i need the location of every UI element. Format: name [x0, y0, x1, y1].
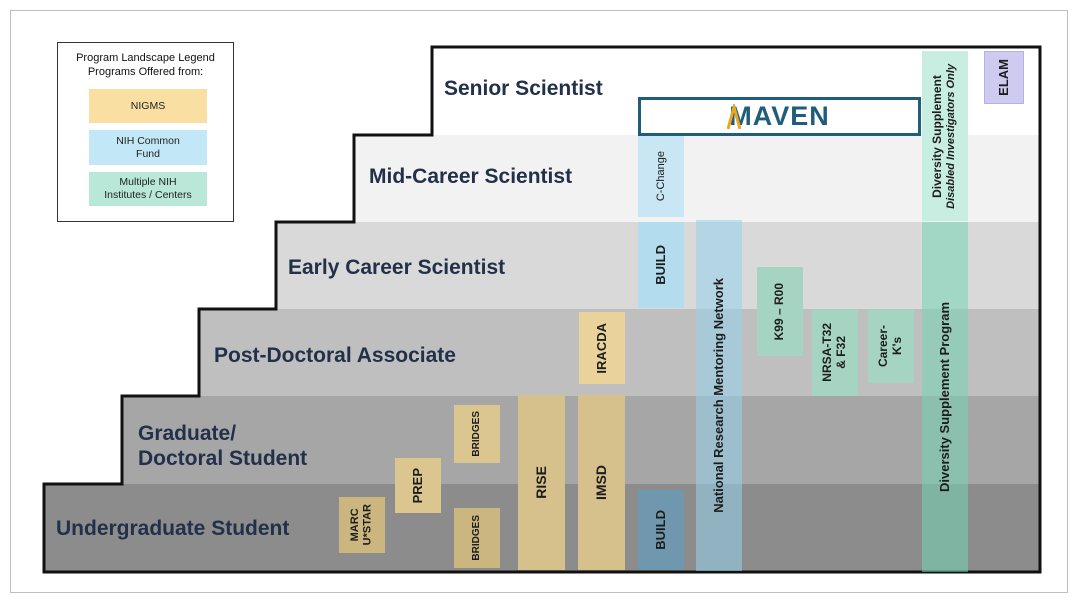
program-iracda-label: IRACDA	[593, 322, 609, 374]
legend-box: Program Landscape Legend Programs Offere…	[57, 42, 234, 222]
level-label-postdoc: Post-Doctoral Associate	[214, 344, 456, 367]
program-bridges-lower-label: BRIDGES	[471, 515, 483, 561]
program-build-lower: BUILD	[638, 490, 684, 570]
program-diversity-supplement: Diversity Supplement Program	[922, 222, 968, 572]
legend-item-multiple-nih: Multiple NIH Institutes / Centers	[89, 172, 207, 206]
program-bridges-lower: BRIDGES	[454, 508, 500, 568]
program-elam: ELAM	[984, 51, 1024, 104]
program-diversity-supplement-disabled-line1: Diversity Supplement	[930, 74, 945, 198]
legend-item-multiple-nih-line1: Multiple NIH	[119, 176, 177, 188]
program-build-upper-label: BUILD	[652, 245, 668, 285]
program-rise: RISE	[518, 395, 565, 570]
program-prep: PREP	[395, 458, 441, 513]
program-marc-line1: MARC	[349, 508, 362, 542]
legend-item-common-fund: NIH Common Fund	[89, 130, 207, 165]
level-label-graduate: Graduate/ Doctoral Student	[138, 421, 307, 471]
program-build-lower-label: BUILD	[652, 510, 668, 550]
level-label-graduate-line2: Doctoral Student	[138, 447, 308, 470]
level-label-undergraduate: Undergraduate Student	[56, 517, 290, 540]
program-c-change: C-Change	[638, 136, 684, 217]
diagram-frame	[10, 10, 1068, 593]
program-diversity-supplement-label: Diversity Supplement Program	[936, 302, 952, 492]
maven-logo-text: MAVEN	[729, 101, 830, 131]
program-marc: MARC U*STAR	[339, 497, 385, 553]
program-imsd: IMSD	[578, 395, 625, 570]
level-label-early-career: Early Career Scientist	[288, 256, 506, 279]
program-career-ks: Career- K's	[868, 309, 914, 383]
legend-title-line1: Program Landscape Legend	[76, 52, 215, 64]
program-marc-line2: U*STAR	[362, 504, 374, 546]
level-label-senior: Senior Scientist	[444, 77, 603, 100]
legend-item-common-fund-line2: Fund	[136, 147, 160, 160]
program-nrmn: National Research Mentoring Network	[696, 220, 742, 571]
staircase-outline	[42, 45, 1042, 574]
program-nrsa-line1: NRSA-T32	[820, 323, 835, 382]
program-nrsa: NRSA-T32 & F32	[812, 309, 858, 396]
program-nrsa-line2: & F32	[834, 336, 848, 369]
level-label-mid-career: Mid-Career Scientist	[369, 165, 573, 188]
program-c-change-label: C-Change	[654, 151, 667, 202]
maven-logo-accent	[727, 104, 741, 130]
legend-item-multiple-nih-line2: Institutes / Centers	[104, 189, 192, 201]
program-k99-label: K99 – R00	[772, 282, 787, 341]
legend-item-nigms: NIGMS	[89, 89, 207, 123]
program-prep-label: PREP	[409, 467, 425, 504]
program-bridges-upper-label: BRIDGES	[471, 411, 483, 457]
program-diversity-supplement-disabled: Diversity Supplement Disabled Investigat…	[922, 51, 968, 221]
legend-title-line2: Programs Offered from:	[87, 66, 204, 78]
legend-item-nigms-label: NIGMS	[130, 99, 166, 112]
program-diversity-supplement-disabled-line2: Disabled Investigators Only	[945, 63, 957, 209]
program-build-upper: BUILD	[638, 222, 684, 308]
program-rise-label: RISE	[533, 466, 550, 499]
program-nrmn-label: National Research Mentoring Network	[710, 278, 726, 513]
program-bridges-upper: BRIDGES	[454, 405, 500, 463]
legend-item-common-fund-line1: NIH Common	[116, 134, 180, 147]
program-iracda: IRACDA	[579, 312, 625, 384]
program-elam-label: ELAM	[995, 59, 1011, 96]
program-career-ks-line2: K's	[890, 336, 904, 356]
program-k99: K99 – R00	[757, 267, 803, 356]
level-label-graduate-line1: Graduate/	[138, 422, 237, 445]
program-career-ks-line1: Career-	[876, 324, 891, 368]
program-imsd-label: IMSD	[593, 465, 610, 500]
maven-box: MAVEN	[638, 97, 921, 136]
